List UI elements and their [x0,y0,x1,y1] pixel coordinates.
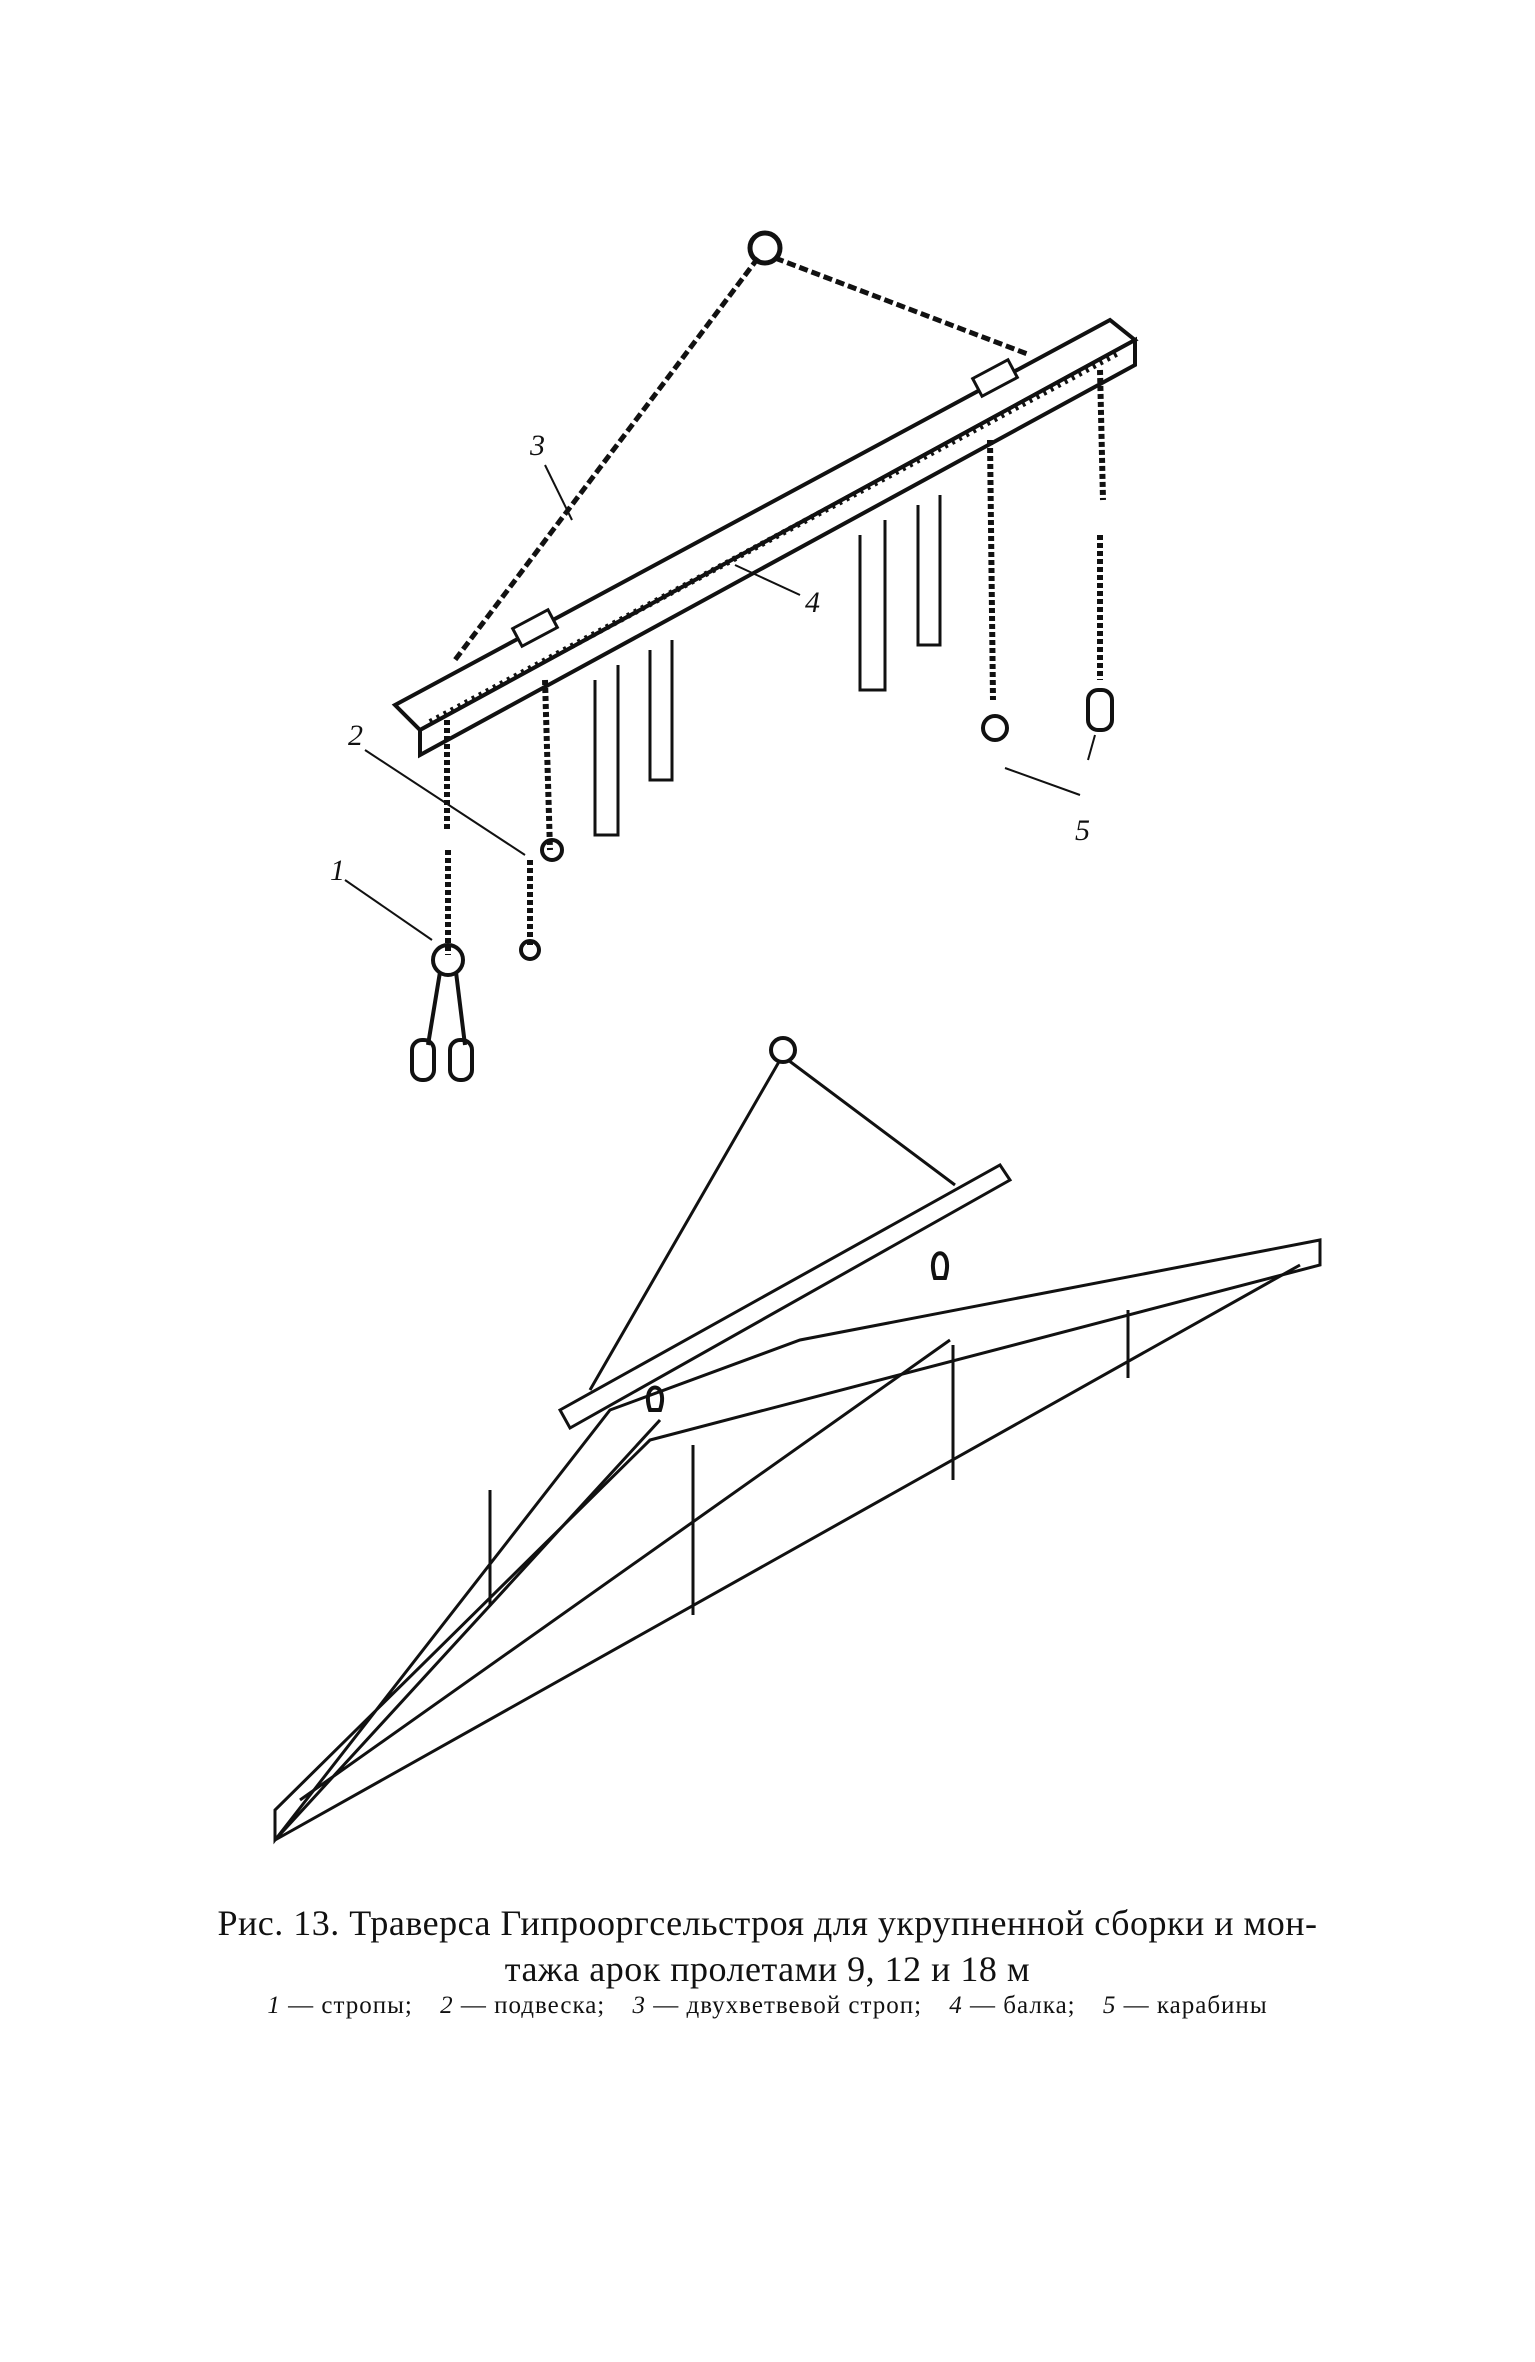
label-leaders [344,464,1096,941]
arch-hook [646,1251,949,1412]
beam-post [916,495,942,647]
bottom-view-arch [273,1036,1322,1845]
caption-line-2: тажа арок пролетами 9, 12 и 18 м [504,1949,1031,1989]
arch-beam [557,1163,1013,1431]
suspension-right [987,439,996,701]
traverse-drawing: 3 4 2 1 5 [273,230,1322,1845]
beam-plate [510,607,560,649]
carabiner [1086,688,1114,732]
lifting-ring [747,230,783,266]
figure-labels: 3 4 2 1 5 [330,429,1090,887]
beam-plate [970,357,1020,399]
top-view-traverse [391,230,1139,1082]
label-4: 4 [805,586,820,619]
lifting-ring [769,1036,797,1064]
arch-diagonal [273,1338,951,1842]
legend-item: 2 — подвеска; [440,1992,606,2019]
legend-item: 5 — карабины [1102,1992,1268,2019]
legend-item: 1 — стропы; [267,1992,413,2019]
beam-post [593,665,620,837]
beam-post [648,640,674,782]
suspension-right-2 [1097,369,1106,501]
arch-hanger [488,1310,1130,1615]
arch-sling [588,1058,956,1391]
beam-hatching [428,349,1122,725]
two-branch-sling [453,256,760,662]
figure-legend: 1 — стропы; 2 — подвеска; 3 — двухветвев… [0,1992,1535,2020]
carabiner [410,1038,436,1082]
label-5: 5 [1075,814,1090,847]
arch-top-chord [273,1238,1322,1845]
legend-item: 3 — двухветвевой строп; [632,1992,923,2019]
carabiner [448,1038,474,1082]
label-1: 1 [330,854,345,887]
label-3: 3 [529,429,545,462]
main-beam-lower [418,336,1137,759]
caption-line-1: Рис. 13. Траверса Гипрооргсельстроя для … [217,1903,1318,1943]
main-beam [391,317,1139,733]
figure-caption: Рис. 13. Траверса Гипрооргсельстроя для … [0,1900,1535,1992]
legend-item: 4 — балка; [949,1992,1076,2019]
suspension-left [542,679,553,851]
label-2: 2 [348,719,363,752]
two-branch-sling-right [774,255,1031,358]
beam-post [858,520,887,692]
